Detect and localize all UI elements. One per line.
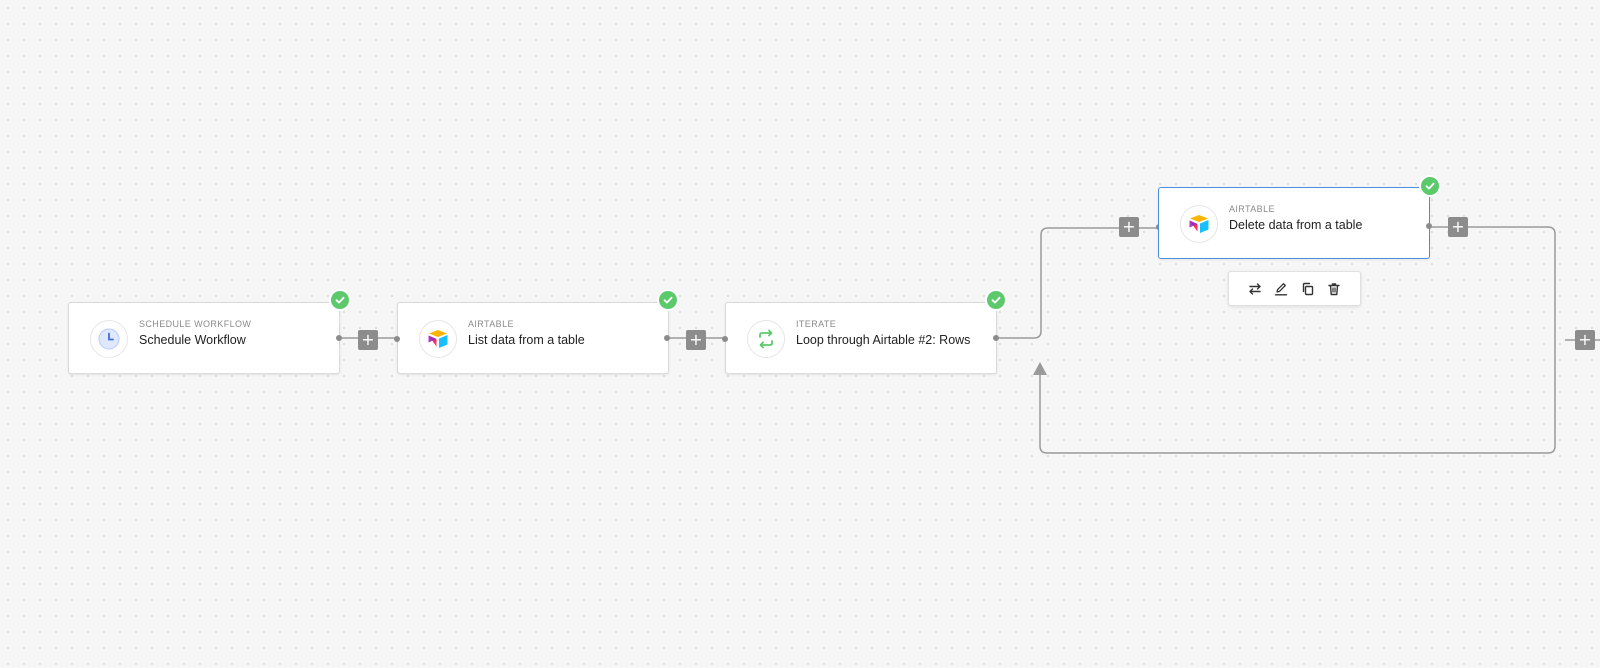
output-port[interactable] [1426, 223, 1432, 229]
step-icon-wrap [90, 320, 128, 358]
airtable-icon [1189, 215, 1209, 233]
add-step-button[interactable]: + [1575, 330, 1595, 350]
step-schedule-workflow[interactable]: Schedule Workflow Schedule Workflow [68, 302, 340, 374]
node-action-toolbar [1228, 271, 1361, 306]
success-check-icon [329, 289, 351, 311]
loop-arrow-head [1033, 362, 1047, 375]
add-step-button[interactable]: + [358, 330, 378, 350]
add-step-button[interactable]: + [1448, 217, 1468, 237]
step-kind: Airtable [1229, 204, 1275, 214]
loop-back-connector [1039, 226, 1556, 454]
duplicate-icon[interactable] [1297, 278, 1319, 300]
step-title: Delete data from a table [1229, 218, 1363, 232]
success-check-icon [1419, 175, 1441, 197]
step-icon-wrap [1180, 205, 1218, 243]
step-kind: Iterate [796, 319, 837, 329]
output-port[interactable] [336, 335, 342, 341]
loop-icon [759, 329, 773, 349]
step-kind: Airtable [468, 319, 514, 329]
output-port[interactable] [664, 335, 670, 341]
step-title: List data from a table [468, 333, 585, 347]
edit-icon[interactable] [1270, 278, 1292, 300]
success-check-icon [985, 289, 1007, 311]
success-check-icon [657, 289, 679, 311]
add-step-button[interactable]: + [1119, 217, 1139, 237]
delete-icon[interactable] [1323, 278, 1345, 300]
airtable-icon [428, 330, 448, 348]
input-port[interactable] [394, 336, 400, 342]
step-title: Loop through Airtable #2: Rows [796, 333, 971, 347]
step-list-airtable[interactable]: Airtable List data from a table [394, 302, 669, 374]
input-port[interactable] [722, 336, 728, 342]
step-icon-wrap [419, 320, 457, 358]
clock-icon [98, 328, 120, 350]
step-icon-wrap [747, 320, 785, 358]
swap-icon[interactable] [1244, 278, 1266, 300]
step-delete-airtable[interactable]: Airtable Delete data from a table [1158, 187, 1430, 259]
step-title: Schedule Workflow [139, 333, 246, 347]
step-kind: Schedule Workflow [139, 319, 252, 329]
step-iterate[interactable]: Iterate Loop through Airtable #2: Rows [722, 302, 997, 374]
connector-3-4 [996, 227, 1158, 339]
output-port[interactable] [993, 335, 999, 341]
add-step-button[interactable]: + [686, 330, 706, 350]
